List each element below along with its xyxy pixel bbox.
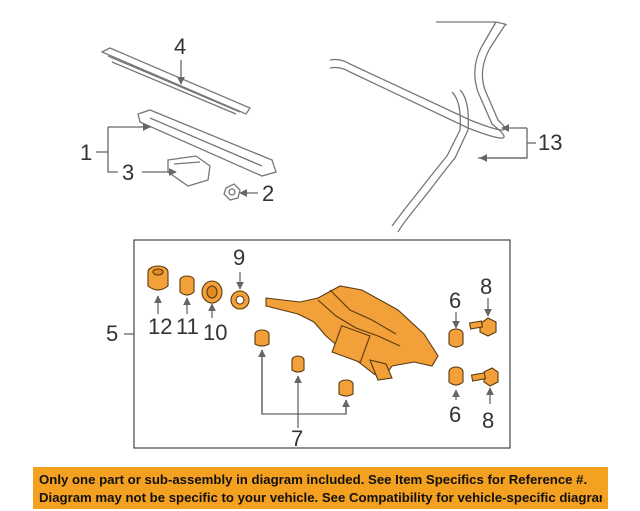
disclaimer-line-2: Diagram may not be specific to your vehi…	[39, 490, 602, 505]
leader-lines-hose	[478, 124, 536, 162]
callout-6-top: 6	[449, 288, 461, 313]
washer-hose	[329, 21, 507, 233]
callout-5: 5	[106, 321, 118, 346]
leader-lines-top	[96, 60, 258, 197]
callout-7: 7	[291, 426, 303, 451]
callout-3: 3	[122, 160, 134, 185]
callout-4: 4	[174, 34, 186, 59]
wiper-motor	[265, 285, 439, 381]
grommet-6a	[448, 328, 464, 348]
callout-6-bottom: 6	[449, 402, 461, 427]
spacer-7c	[338, 379, 354, 397]
spacer-7b	[291, 355, 305, 373]
disclaimer-banner: Only one part or sub-assembly in diagram…	[33, 467, 608, 509]
callout-8-bottom: 8	[482, 408, 494, 433]
callout-11: 11	[176, 314, 199, 339]
bushing-11	[179, 275, 195, 296]
callout-12: 12	[148, 314, 172, 339]
spacer-7a	[254, 329, 270, 347]
washer-9	[230, 290, 250, 310]
motor-assembly-frame	[133, 239, 511, 449]
grommet-6b	[448, 366, 464, 386]
bolt-8a	[468, 317, 497, 337]
arm-cover-cap	[167, 155, 211, 187]
callout-1: 1	[80, 140, 92, 165]
arm-nut	[223, 183, 241, 201]
callout-8-top: 8	[480, 274, 492, 299]
wiper-arm	[137, 109, 277, 177]
seal-10	[201, 280, 223, 304]
disclaimer-line-1: Only one part or sub-assembly in diagram…	[39, 472, 588, 487]
bolt-8b	[470, 367, 499, 387]
callout-10: 10	[203, 320, 227, 345]
callout-13: 13	[538, 130, 562, 155]
callout-2: 2	[262, 181, 274, 206]
callout-9: 9	[233, 245, 245, 270]
leader-lines-box	[154, 272, 494, 428]
grommet-12	[147, 265, 169, 291]
wiper-blade	[100, 47, 251, 115]
